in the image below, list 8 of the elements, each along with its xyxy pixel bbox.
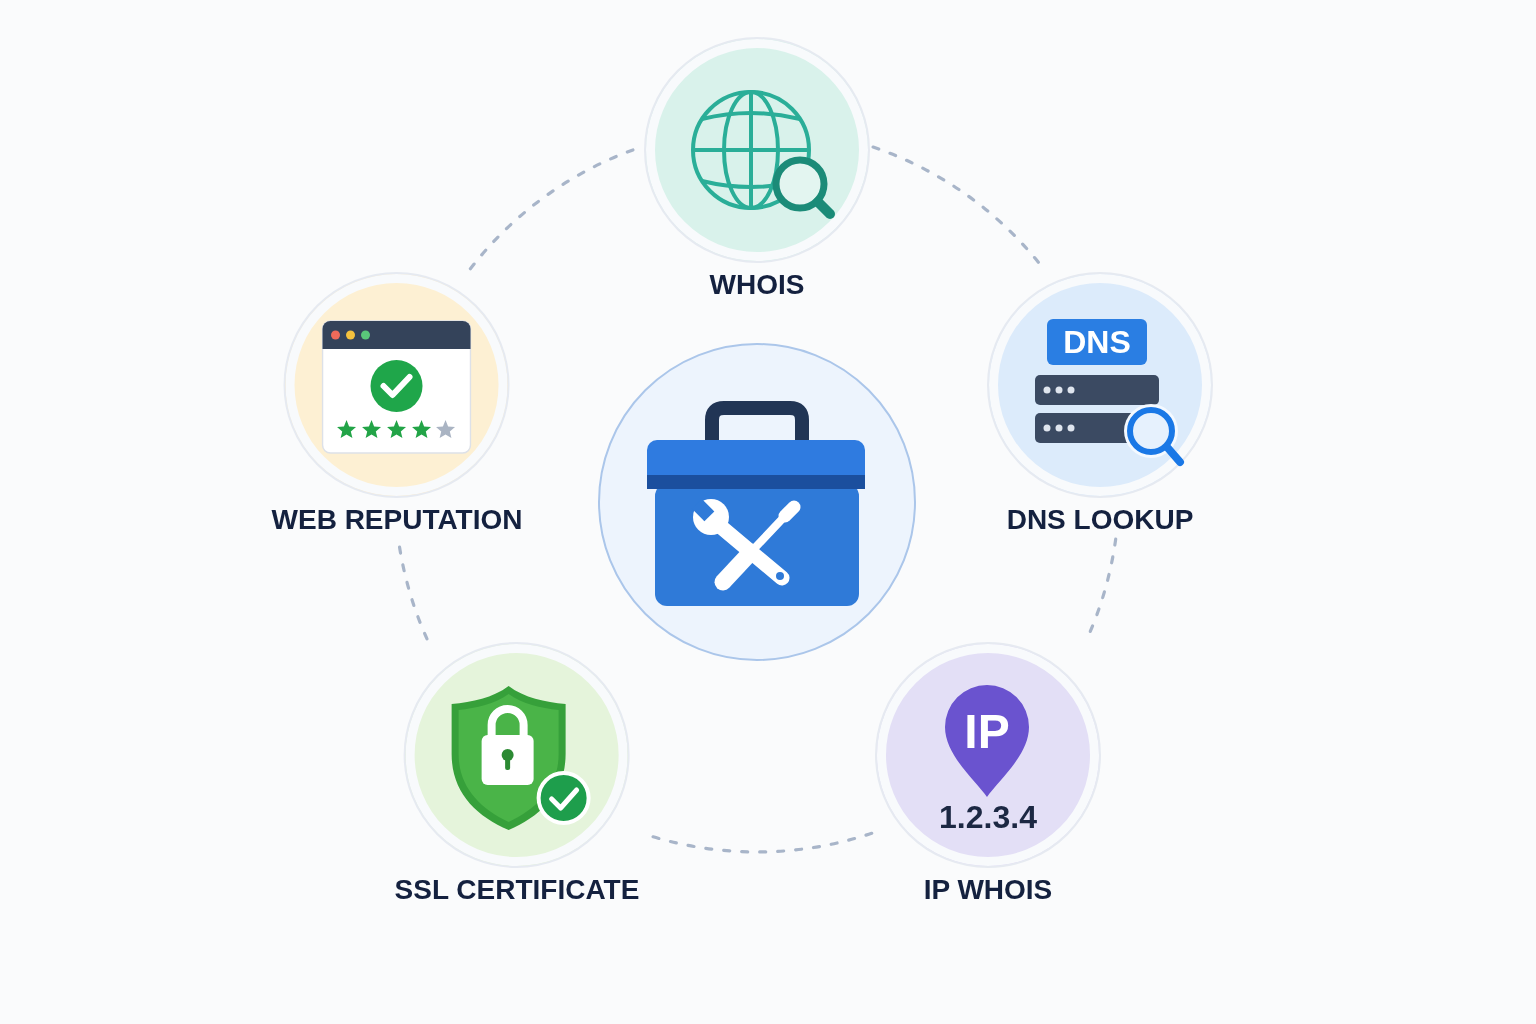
service-label: WEB REPUTATION (271, 504, 523, 536)
service-badge: DNS (1047, 319, 1147, 365)
location-pin: IP (945, 685, 1029, 797)
service-label: IP WHOIS (923, 874, 1053, 906)
service-label: DNS LOOKUP (1006, 504, 1194, 536)
service-label: WHOIS (709, 269, 805, 301)
service-label: SSL CERTIFICATE (394, 874, 640, 906)
ip-address-text: 1.2.3.4 (939, 798, 1037, 836)
